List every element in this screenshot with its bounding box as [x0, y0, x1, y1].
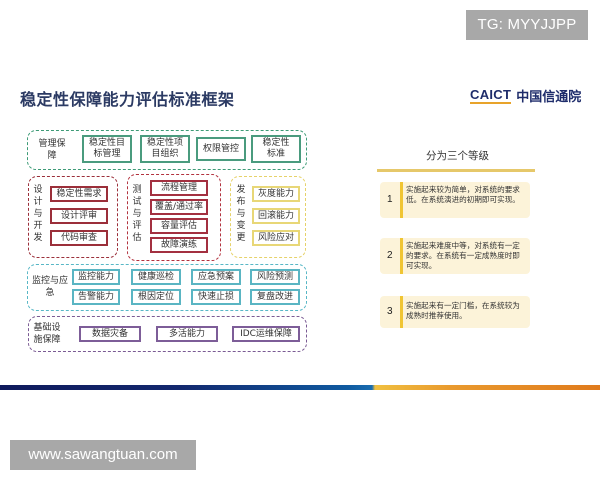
- watermark-bottom: www.sawangtuan.com: [10, 440, 196, 470]
- level-card-2: 2 实施起来难度中等，对系统有一定的要求。在系统有一定成熟度时即可实现。: [380, 238, 530, 274]
- item-design-review: 设计评审: [50, 208, 108, 224]
- item-risk-response: 风险应对: [252, 230, 300, 246]
- level-card-3: 3 实施起来有一定门槛，在系统较为成熟时推荐使用。: [380, 296, 530, 328]
- level-number: 3: [387, 306, 393, 317]
- logo-name: 中国信通院: [516, 90, 582, 105]
- caict-logo: CAICT 中国信通院: [470, 86, 581, 105]
- levels-title: 分为三个等级: [426, 150, 489, 162]
- item-monitoring: 监控能力: [72, 269, 120, 285]
- item-canary: 灰度能力: [252, 186, 300, 202]
- item-coverage-pass-rate: 覆盖/通过率: [150, 199, 208, 215]
- item-stability-goal-mgmt: 稳定性目标管理: [82, 135, 132, 163]
- item-health-check: 健康巡检: [131, 269, 181, 285]
- footer-gradient-line: [0, 385, 600, 390]
- level-description: 实施起来难度中等，对系统有一定的要求。在系统有一定成熟度时即可实现。: [406, 241, 520, 270]
- level-card-1: 1 实施起来较为简单，对系统的要求低。在系统演进的初期即可实现。: [380, 182, 530, 218]
- group-monitor-emergency: [27, 264, 307, 311]
- group-test-eval: [127, 174, 221, 261]
- item-postmortem: 复盘改进: [250, 289, 300, 305]
- group-monitor-emergency-label: 监控与应急: [32, 276, 69, 298]
- item-fast-stop-loss: 快速止损: [191, 289, 241, 305]
- levels-divider: [377, 169, 535, 172]
- group-release-change-label: 发布与变更: [236, 185, 246, 243]
- item-capacity-eval: 容量评估: [150, 218, 208, 234]
- level-accent-bar: [400, 296, 403, 328]
- item-permission-control: 权限管控: [196, 137, 246, 161]
- level-number: 1: [387, 194, 393, 205]
- item-code-review: 代码审查: [50, 230, 108, 246]
- group-management-label: 管理保障: [38, 138, 66, 162]
- item-stability-requirement: 稳定性需求: [50, 186, 108, 202]
- level-accent-bar: [400, 238, 403, 274]
- group-design-dev: [28, 176, 118, 258]
- item-stability-project-org: 稳定性项目组织: [140, 135, 190, 163]
- level-description: 实施起来有一定门槛，在系统较为成熟时推荐使用。: [406, 301, 520, 320]
- group-release-change: [230, 176, 306, 258]
- group-management: [27, 130, 307, 170]
- label-text: 管理保障: [38, 139, 66, 161]
- page-title: 稳定性保障能力评估标准框架: [20, 90, 235, 109]
- item-root-cause: 根因定位: [131, 289, 181, 305]
- watermark-top: TG: MYYJJPP: [466, 10, 588, 40]
- item-alerting: 告警能力: [72, 289, 120, 305]
- item-data-dr: 数据灾备: [79, 326, 141, 342]
- item-process-mgmt: 流程管理: [150, 180, 208, 196]
- level-number: 2: [387, 250, 393, 261]
- group-test-eval-label: 测试与评估: [132, 185, 142, 243]
- group-infrastructure: [28, 316, 307, 352]
- group-design-dev-label: 设计与开发: [33, 185, 43, 243]
- item-risk-prediction: 风险预测: [250, 269, 300, 285]
- item-fault-drill: 故障演练: [150, 237, 208, 253]
- item-idc-ops: IDC运维保障: [232, 326, 300, 342]
- item-multi-active: 多活能力: [156, 326, 218, 342]
- item-emergency-plan: 应急预案: [191, 269, 241, 285]
- level-description: 实施起来较为简单，对系统的要求低。在系统演进的初期即可实现。: [406, 185, 520, 204]
- group-infrastructure-label: 基础设施保障: [33, 323, 61, 345]
- item-stability-standard: 稳定性标准: [251, 135, 301, 163]
- item-rollback: 回滚能力: [252, 208, 300, 224]
- logo-mark: CAICT: [470, 86, 512, 104]
- level-accent-bar: [400, 182, 403, 218]
